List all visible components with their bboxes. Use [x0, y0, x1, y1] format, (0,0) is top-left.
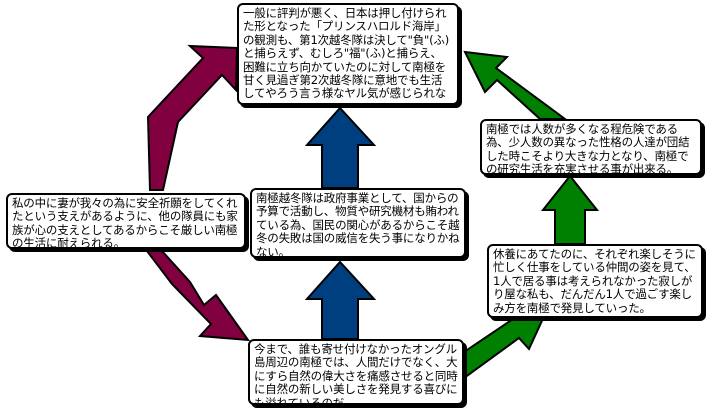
arrow-top-to-left — [146, 44, 239, 191]
arrow-right-top-to-top — [463, 50, 569, 120]
arrow-right-bottom-to-right-top — [540, 174, 600, 245]
text-box-bottom: 今まで、誰も寄せ付けなかったオングル島周辺の南極では、人間だけでなく、大にすら自… — [248, 339, 464, 405]
text-box-center: 南極越冬隊は政府事業として、国からの予算で活動し、物質や研究機材も賄われている為… — [250, 188, 466, 258]
text-box-top: 一般に評判が悪く、日本は押し付けられた形となった「プリンスハロルド海岸」の観測も… — [237, 3, 459, 105]
text-box-left: 私の中に妻が我々の為に安全祈願をしてくれたという支えがあるように、他の隊員にも家… — [6, 193, 246, 249]
arrow-bottom-to-right-bottom — [463, 310, 548, 380]
arrow-left-to-bottom — [144, 250, 251, 342]
text-box-right-bottom: 休養にあてたのに、それぞれ楽しそうに忙しく仕事をしている仲間の姿を見て、1人で居… — [487, 244, 703, 318]
arrow-center-to-top — [304, 106, 377, 189]
arrow-bottom-to-center — [304, 260, 377, 340]
text-box-right-top: 南極では人数が多くなる程危険である為、少人数の異なった性格の人達が団結した時こそ… — [480, 119, 702, 175]
